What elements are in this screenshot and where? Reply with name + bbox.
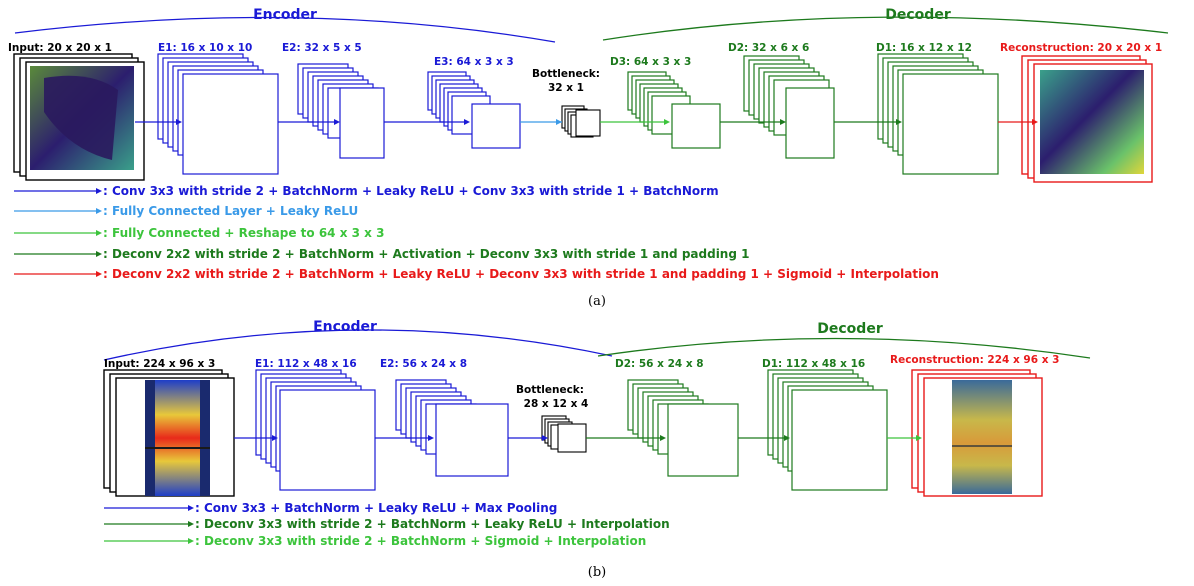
d3-label: D3: 64 x 3 x 3 [610,56,691,68]
bottleneck-b-label-1: Bottleneck: [516,384,584,396]
e1-label: E1: 16 x 10 x 10 [158,42,252,54]
legend-b-text-1: : Conv 3x3 + BatchNorm + Leaky ReLU + Ma… [195,501,557,515]
decoder-arc-b [597,337,1091,359]
d1-feature-stack-b [767,369,888,491]
legend-a: : Conv 3x3 with stride 2 + BatchNorm + L… [14,184,939,281]
reconstruction-a-stack [1021,55,1153,183]
reconstruction-a-label: Reconstruction: 20 x 20 x 1 [1000,42,1162,54]
legend-a-text-1: : Conv 3x3 with stride 2 + BatchNorm + L… [103,184,719,198]
bottleneck-a-label-1: Bottleneck: [532,68,600,80]
legend-a-item-2: : Fully Connected Layer + Leaky ReLU [14,204,358,218]
flow-arrows-b [234,435,922,441]
panel-a: Encoder Decoder Input: 20 x 20 x 1 E1: 1… [8,7,1169,309]
d2-feature-stack-b [627,379,739,477]
decoder-arc [602,16,1169,41]
encoder-title: Encoder [253,7,317,23]
d3-feature-stack [627,71,721,149]
caption-b: (b) [588,565,606,580]
caption-a: (a) [588,294,606,309]
legend-b-item-1: : Conv 3x3 + BatchNorm + Leaky ReLU + Ma… [104,501,557,515]
legend-a-text-4: : Deconv 2x2 with stride 2 + BatchNorm +… [103,247,749,261]
legend-a-item-1: : Conv 3x3 with stride 2 + BatchNorm + L… [14,184,719,198]
e2-feature-stack [297,63,385,159]
legend-a-item-4: : Deconv 2x2 with stride 2 + BatchNorm +… [14,247,749,261]
legend-a-text-2: : Fully Connected Layer + Leaky ReLU [103,204,358,218]
bottleneck-a-label-2: 32 x 1 [548,82,584,94]
bottleneck-b-label-2: 28 x 12 x 4 [524,398,589,410]
encoder-title-b: Encoder [313,319,377,335]
encoder-arc [14,16,556,43]
legend-a-text-5: : Deconv 2x2 with stride 2 + BatchNorm +… [103,267,939,281]
e3-feature-stack [427,71,521,149]
d1-feature-stack [877,53,999,175]
encoder-arc-b [103,329,613,361]
d1-label-b: D1: 112 x 48 x 16 [762,358,865,370]
legend-a-item-5: : Deconv 2x2 with stride 2 + BatchNorm +… [14,267,939,281]
bottleneck-a-stack [561,105,601,138]
e2-feature-stack-b [395,379,509,477]
bottleneck-b-stack [541,415,587,453]
d2-label-b: D2: 56 x 24 x 8 [615,358,704,370]
input-label-b: Input: 224 x 96 x 3 [104,358,215,370]
input-image-stack [13,53,145,181]
e1-feature-stack-b [255,369,376,491]
d2-label: D2: 32 x 6 x 6 [728,42,809,54]
decoder-title-b: Decoder [817,321,883,337]
input-image-stack-b [103,369,235,497]
legend-b-text-2: : Deconv 3x3 with stride 2 + BatchNorm +… [195,517,670,531]
panel-b: Encoder Decoder Input: 224 x 96 x 3 E1: … [103,319,1091,580]
input-label: Input: 20 x 20 x 1 [8,42,112,54]
d1-label: D1: 16 x 12 x 12 [876,42,972,54]
legend-a-text-3: : Fully Connected + Reshape to 64 x 3 x … [103,226,384,240]
decoder-title: Decoder [885,7,951,23]
legend-b-item-2: : Deconv 3x3 with stride 2 + BatchNorm +… [104,517,670,531]
e1-feature-stack [157,53,279,175]
e3-label: E3: 64 x 3 x 3 [434,56,514,68]
e2-label: E2: 32 x 5 x 5 [282,42,362,54]
d2-feature-stack [743,55,835,159]
reconstruction-b-stack [911,369,1043,497]
legend-b-text-3: : Deconv 3x3 with stride 2 + BatchNorm +… [195,534,646,548]
e1-label-b: E1: 112 x 48 x 16 [255,358,357,370]
legend-b: : Conv 3x3 + BatchNorm + Leaky ReLU + Ma… [104,501,670,548]
e2-label-b: E2: 56 x 24 x 8 [380,358,467,370]
legend-a-item-3: : Fully Connected + Reshape to 64 x 3 x … [14,226,384,240]
flow-arrows-a [135,119,1038,125]
reconstruction-b-label: Reconstruction: 224 x 96 x 3 [890,354,1059,366]
legend-b-item-3: : Deconv 3x3 with stride 2 + BatchNorm +… [104,534,646,548]
